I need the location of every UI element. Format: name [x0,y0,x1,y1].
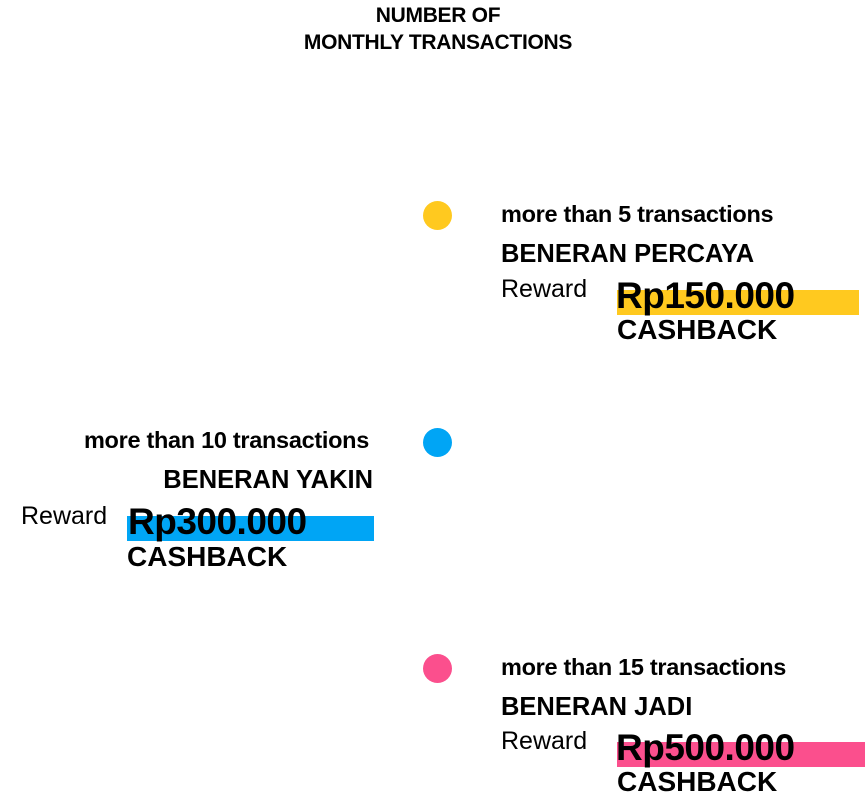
tier-1-name: BENERAN PERCAYA [501,240,755,268]
tier-3-cashback: CASHBACK [617,766,778,797]
tier-2-reward-label: Reward [21,502,108,530]
tier-3-dot-icon [423,654,452,683]
tier-1-amount-highlight [617,290,859,315]
tier-2-amount: Rp300.000 [128,501,307,542]
page-title: NUMBER OF MONTHLY TRANSACTIONS [0,2,868,56]
tier-2-dot-icon [423,428,452,457]
tier-1-dot-icon [423,201,452,230]
title-line-2: MONTHLY TRANSACTIONS [303,31,573,54]
tier-3-condition: more than 15 transactions [501,654,787,680]
tier-3-reward-label: Reward [501,727,588,755]
tier-2-condition: more than 10 transactions [83,427,369,453]
tier-1-cashback: CASHBACK [617,314,778,345]
tier-2-amount-highlight [127,516,374,541]
tier-1-condition: more than 5 transactions [501,201,774,227]
tier-3-amount: Rp500.000 [616,727,795,768]
tier-1-reward-label: Reward [501,275,588,303]
tier-3-name: BENERAN JADI [501,693,693,721]
tier-1-amount: Rp150.000 [616,275,795,316]
title-line-1: NUMBER OF [375,4,501,27]
tier-3-amount-highlight [617,742,865,767]
tier-2-cashback: CASHBACK [127,541,288,572]
tier-2-name: BENERAN YAKIN [163,466,373,494]
